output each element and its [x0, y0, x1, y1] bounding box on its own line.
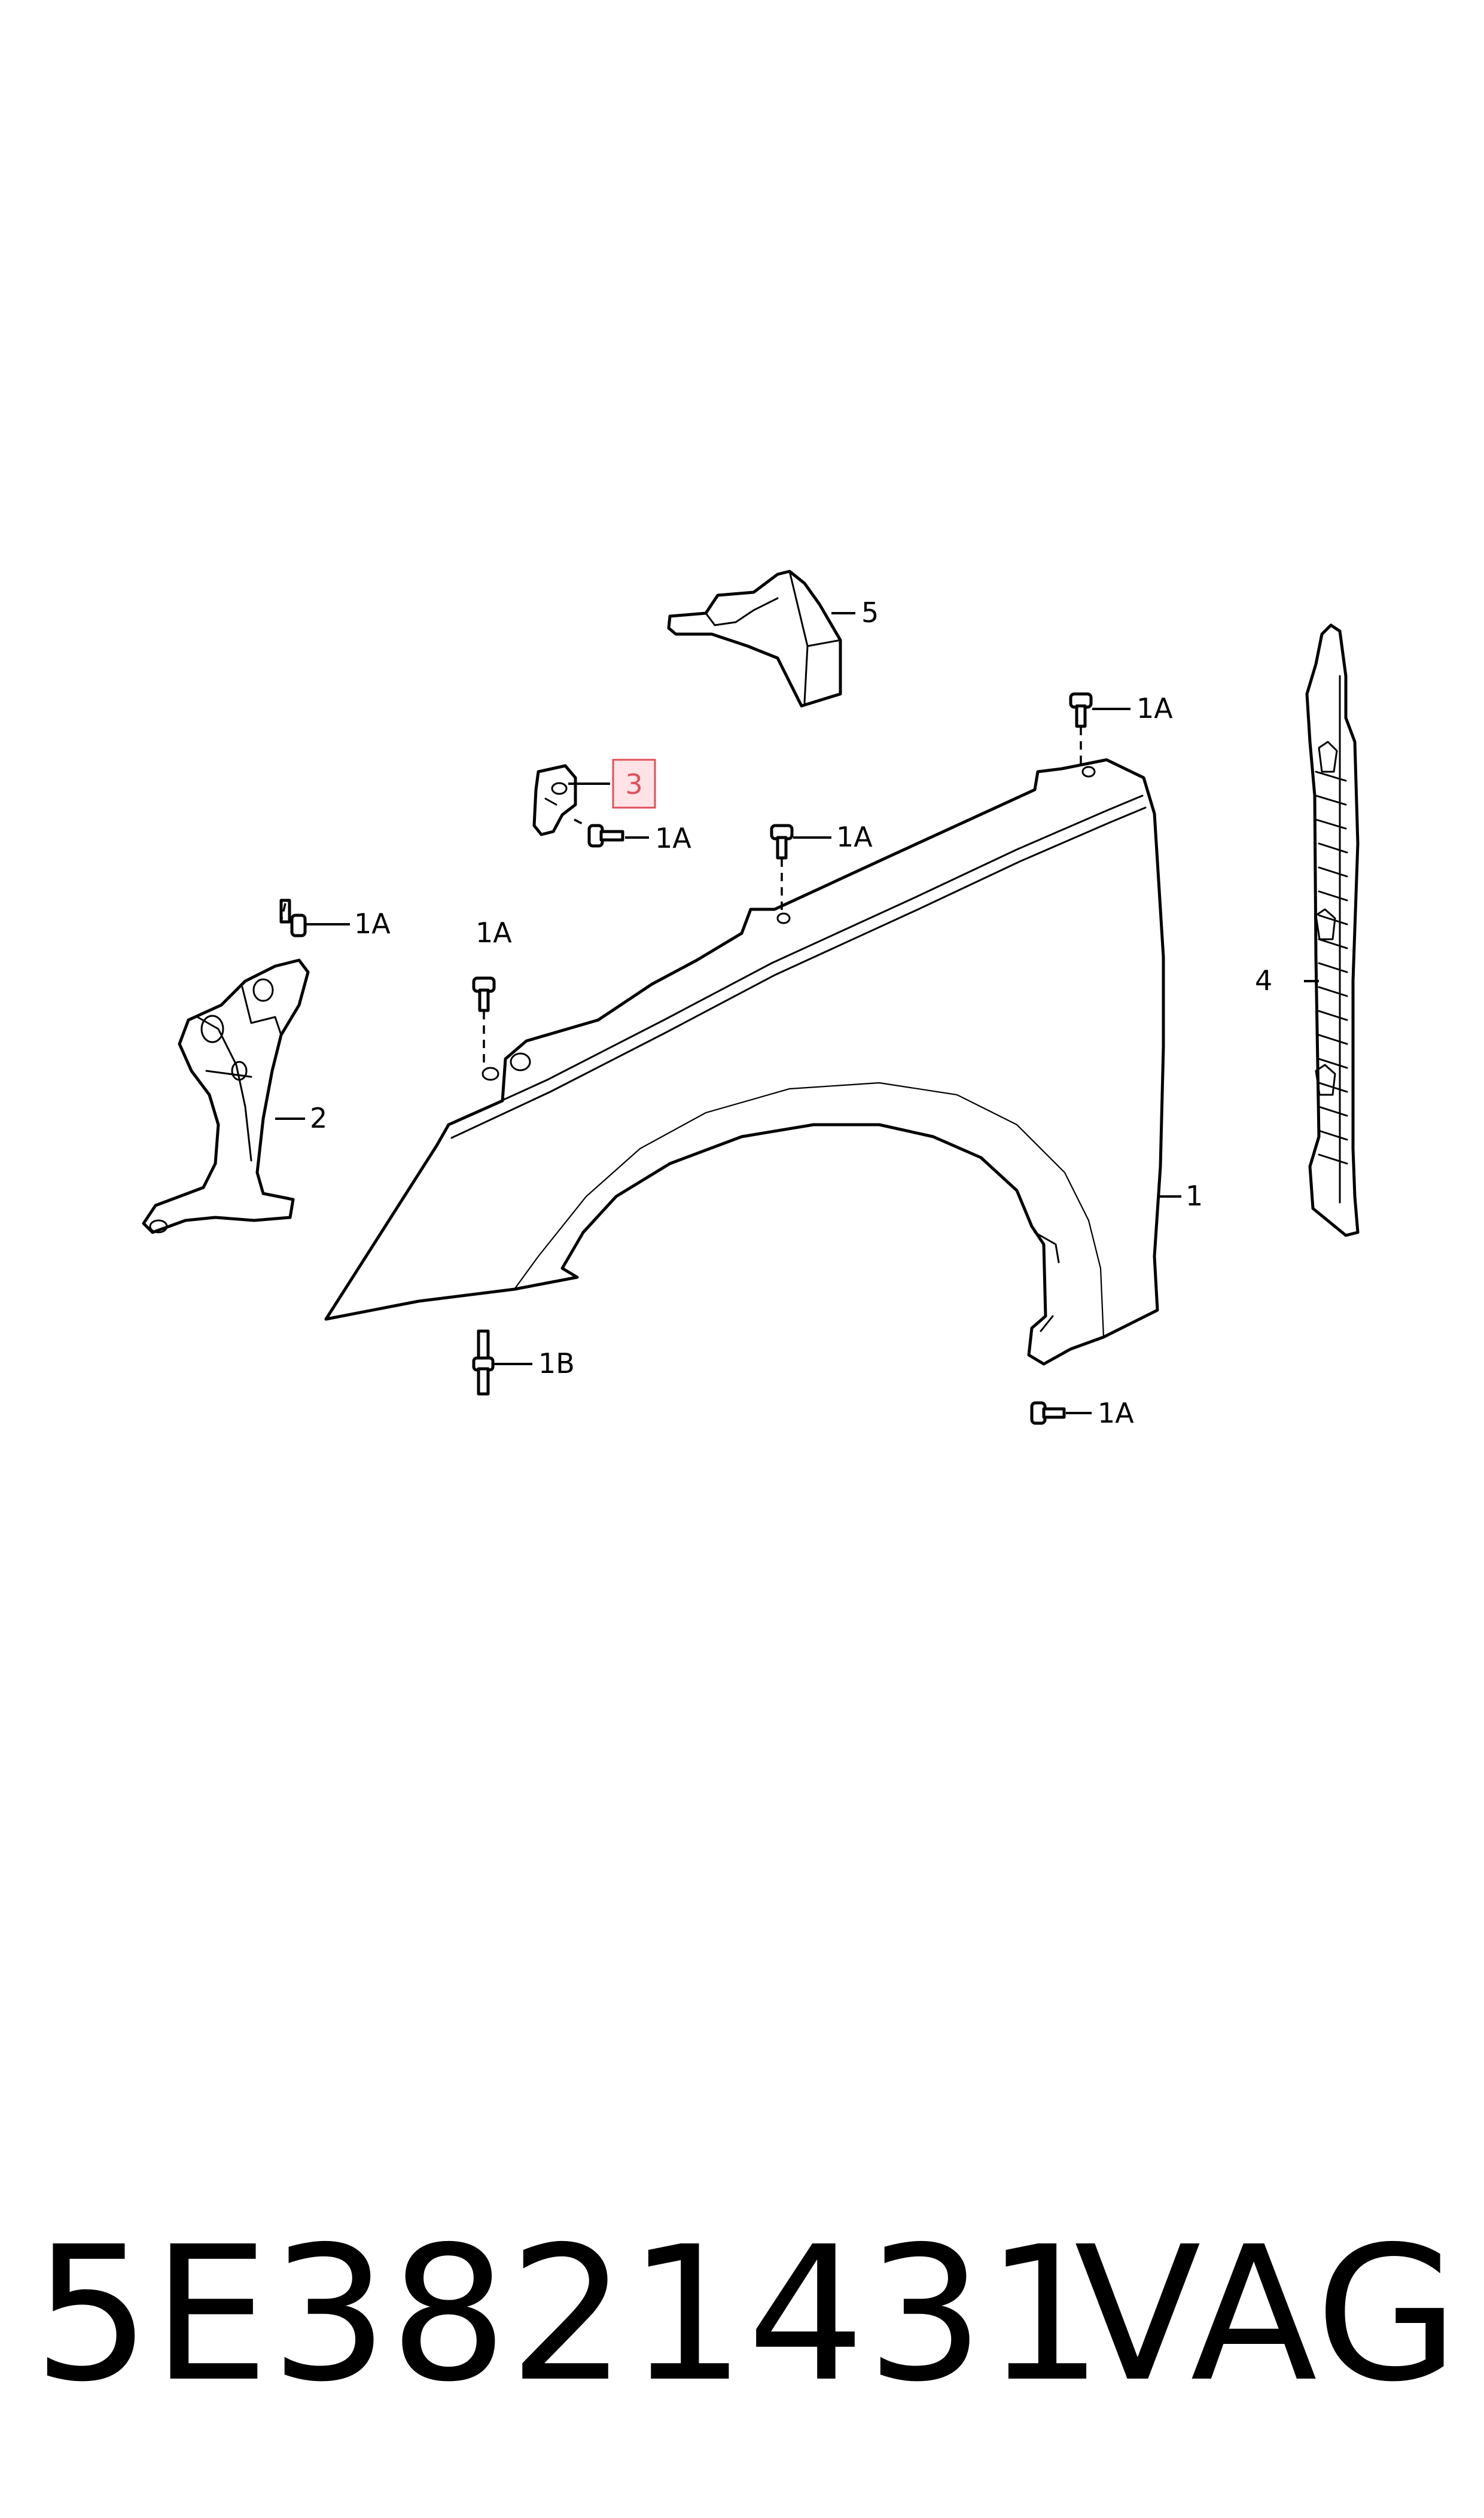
- bolt-1a-bottom: [1030, 1401, 1066, 1425]
- callout-1a-middle: 1A: [836, 821, 873, 853]
- callout-1b-stud: 1B: [538, 1347, 575, 1380]
- footer-part-number: 5E3821431: [33, 2207, 1105, 2423]
- bolt-1a-top-right: [1069, 692, 1093, 769]
- callout-part-3: 3: [625, 768, 642, 800]
- part-3-mounting-bracket: [532, 764, 587, 836]
- callout-1a-fender-left: 1A: [476, 917, 512, 949]
- bolt-1a-middle: [770, 824, 794, 912]
- part-3-highlight-box: [612, 759, 656, 809]
- bolt-1a-bracket: [587, 824, 624, 848]
- part-4-seal-strip: [1305, 623, 1360, 1237]
- footer-brand: VAG: [1074, 2207, 1460, 2423]
- bolt-1a-fender-left: [472, 976, 496, 1068]
- bolt-1b-stud: [472, 1329, 495, 1396]
- part-2-support-bracket: [142, 958, 310, 1234]
- callout-part-2: 2: [310, 1102, 327, 1134]
- callout-part-4: 4: [1255, 964, 1272, 997]
- callout-part-5: 5: [861, 596, 879, 629]
- part-5-insulation-block: [667, 570, 842, 708]
- bolt-1a-support-bracket: [279, 899, 307, 937]
- leader-lines: [275, 612, 1319, 1414]
- callout-1a-bracket: 1A: [655, 822, 691, 854]
- callout-1a-bottom: 1A: [1098, 1397, 1134, 1429]
- part-1-front-fender: [324, 758, 1165, 1366]
- callout-1a-top-right: 1A: [1136, 692, 1173, 724]
- callout-part-1: 1: [1186, 1180, 1203, 1212]
- callout-1a-support-bracket: 1A: [354, 908, 391, 940]
